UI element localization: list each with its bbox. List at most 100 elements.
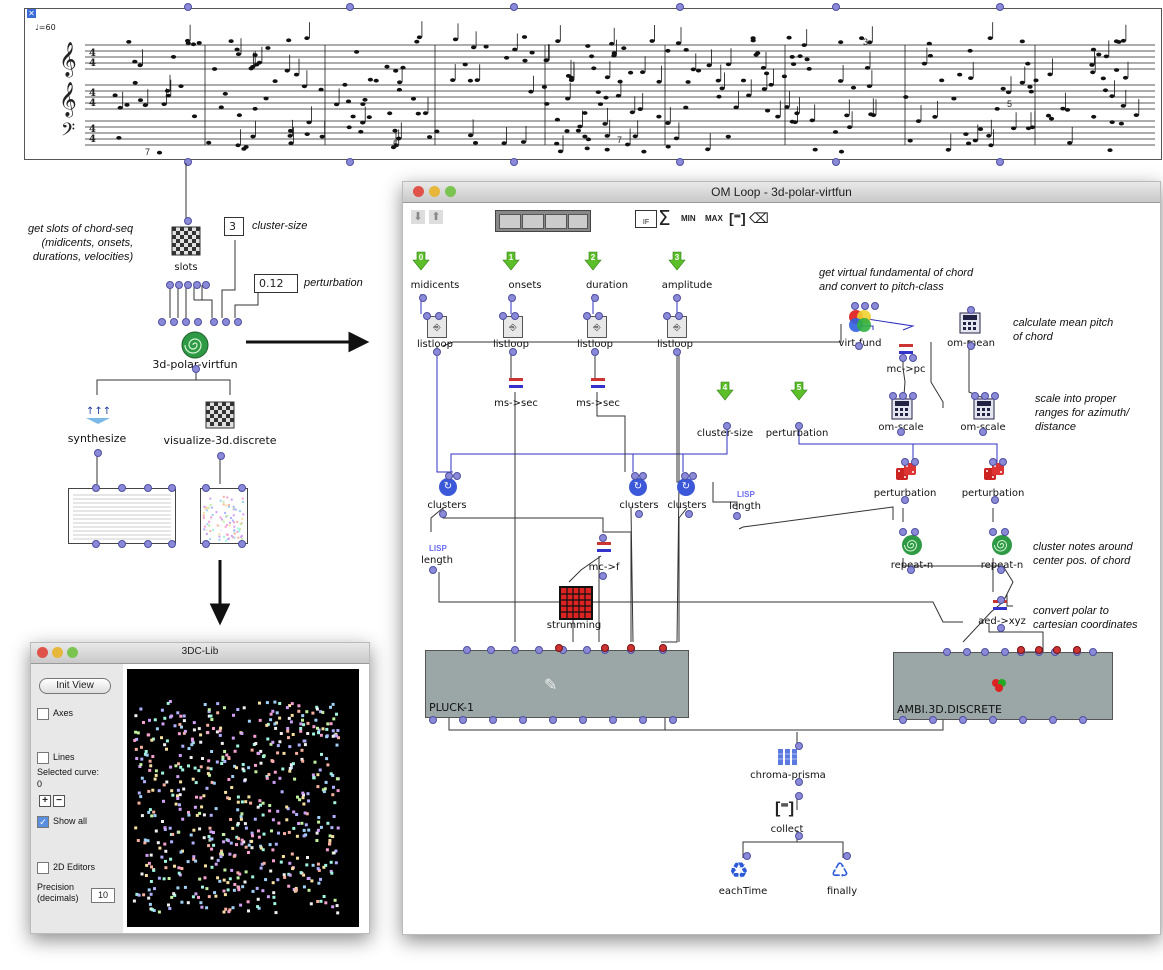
inlet-connector[interactable] xyxy=(184,281,192,289)
inlet-connector[interactable] xyxy=(832,3,840,11)
inlet-connector[interactable] xyxy=(1049,716,1057,724)
om-mean-box[interactable] xyxy=(959,312,981,334)
inlet-connector[interactable] xyxy=(419,294,427,302)
lisp-icon[interactable]: LISP xyxy=(429,544,447,553)
inlet-connector[interactable] xyxy=(743,852,751,860)
om-loop-window[interactable]: OM Loop - 3d-polar-virtfun ⬇ ⬆ IF Σ MIN … xyxy=(402,181,1161,935)
arrow-down-icon[interactable]: ⬇ xyxy=(411,210,425,224)
inlet-connector[interactable] xyxy=(193,281,201,289)
synthesize-box[interactable]: ↑↑↑ xyxy=(84,402,112,424)
inlet-connector[interactable] xyxy=(210,318,218,326)
input-arrow-icon[interactable]: 3 xyxy=(668,251,686,271)
inlet-connector[interactable] xyxy=(673,348,681,356)
inlet-connector[interactable] xyxy=(234,318,242,326)
sound-editor-preview[interactable] xyxy=(68,488,176,544)
inlet-connector[interactable] xyxy=(669,716,677,724)
inlet-connector[interactable] xyxy=(609,716,617,724)
inlet-connector[interactable] xyxy=(989,716,997,724)
inlet-connector[interactable] xyxy=(194,318,202,326)
collect-box[interactable]: [⁼] xyxy=(775,800,795,817)
inlet-connector[interactable] xyxy=(591,294,599,302)
inlet-connector[interactable] xyxy=(907,566,915,574)
inlet-connector[interactable] xyxy=(843,852,851,860)
inlet-connector[interactable] xyxy=(202,281,210,289)
inlet-connector[interactable] xyxy=(510,158,518,166)
inlet-connector[interactable] xyxy=(676,3,684,11)
inlet-connector[interactable] xyxy=(911,528,919,536)
inlet-connector[interactable] xyxy=(508,294,516,302)
inlet-connector[interactable] xyxy=(238,484,246,492)
minimize-button[interactable] xyxy=(52,647,63,658)
inlet-connector[interactable] xyxy=(889,392,897,400)
signal-inlet[interactable] xyxy=(627,644,635,652)
inlet-connector[interactable] xyxy=(991,496,999,504)
inlet-connector[interactable] xyxy=(929,716,937,724)
axes-checkbox[interactable] xyxy=(37,708,49,720)
inlet-connector[interactable] xyxy=(795,832,803,840)
inlet-connector[interactable] xyxy=(511,646,519,654)
score-corner-icon[interactable]: ✕ xyxy=(27,9,36,18)
arrow-up-icon[interactable]: ⬆ xyxy=(429,210,443,224)
inlet-connector[interactable] xyxy=(663,312,671,320)
viewer-window[interactable]: 3DC-Lib Init View Axes Lines Selected cu… xyxy=(30,642,370,934)
inlet-connector[interactable] xyxy=(184,3,192,11)
inlet-connector[interactable] xyxy=(795,778,803,786)
inlet-connector[interactable] xyxy=(184,158,192,166)
equals-icon[interactable] xyxy=(597,542,611,552)
inlet-connector[interactable] xyxy=(871,302,879,310)
sum-tool[interactable]: Σ xyxy=(658,206,671,230)
strumming-box[interactable] xyxy=(559,586,593,620)
lisp-icon[interactable]: LISP xyxy=(737,490,755,499)
inlet-connector[interactable] xyxy=(423,312,431,320)
inlet-connector[interactable] xyxy=(202,540,210,548)
inlet-connector[interactable] xyxy=(855,342,863,350)
minimize-button[interactable] xyxy=(429,186,440,197)
inlet-connector[interactable] xyxy=(144,484,152,492)
inlet-connector[interactable] xyxy=(901,496,909,504)
inlet-connector[interactable] xyxy=(175,281,183,289)
inlet-connector[interactable] xyxy=(997,566,1005,574)
inlet-connector[interactable] xyxy=(963,648,971,656)
zoom-button[interactable] xyxy=(67,647,78,658)
inlet-connector[interactable] xyxy=(453,472,461,480)
inlet-connector[interactable] xyxy=(217,452,225,460)
inlet-connector[interactable] xyxy=(899,716,907,724)
inlet-connector[interactable] xyxy=(851,302,859,310)
ambi-box[interactable]: AMBI.3D.DISCRETE xyxy=(893,652,1113,720)
show-all-checkbox[interactable]: ✓ xyxy=(37,816,49,828)
perturbation-box-1[interactable] xyxy=(895,462,917,484)
inlet-connector[interactable] xyxy=(535,646,543,654)
inlet-connector[interactable] xyxy=(832,158,840,166)
inlet-connector[interactable] xyxy=(979,428,987,436)
inlet-connector[interactable] xyxy=(795,742,803,750)
inlet-connector[interactable] xyxy=(463,646,471,654)
inlet-connector[interactable] xyxy=(909,354,917,362)
inlet-connector[interactable] xyxy=(549,716,557,724)
inlet-connector[interactable] xyxy=(238,540,246,548)
input-arrow-icon[interactable]: 1 xyxy=(502,251,520,271)
inlet-connector[interactable] xyxy=(346,158,354,166)
tool-icon[interactable] xyxy=(522,214,544,229)
inlet-connector[interactable] xyxy=(943,648,951,656)
inlet-connector[interactable] xyxy=(118,484,126,492)
inlet-connector[interactable] xyxy=(723,422,731,430)
viewer-titlebar[interactable]: 3DC-Lib xyxy=(31,643,369,664)
inlet-connector[interactable] xyxy=(579,716,587,724)
inlet-connector[interactable] xyxy=(1001,648,1009,656)
inlet-connector[interactable] xyxy=(795,422,803,430)
minus-button[interactable]: − xyxy=(53,795,65,807)
inlet-connector[interactable] xyxy=(192,365,200,373)
inlet-connector[interactable] xyxy=(511,312,519,320)
input-arrow-icon[interactable]: 5 xyxy=(790,381,808,401)
min-tool[interactable]: MIN xyxy=(681,214,696,223)
if-tool[interactable]: IF xyxy=(635,210,657,228)
clusters-box-2[interactable]: ↻ xyxy=(629,478,647,496)
inlet-connector[interactable] xyxy=(439,510,447,518)
inlet-connector[interactable] xyxy=(996,158,1004,166)
input-arrow-icon[interactable]: 4 xyxy=(716,381,734,401)
inlet-connector[interactable] xyxy=(909,392,917,400)
inlet-connector[interactable] xyxy=(429,566,437,574)
inlet-connector[interactable] xyxy=(911,458,919,466)
visualize-box[interactable] xyxy=(204,400,236,430)
inlet-connector[interactable] xyxy=(510,3,518,11)
